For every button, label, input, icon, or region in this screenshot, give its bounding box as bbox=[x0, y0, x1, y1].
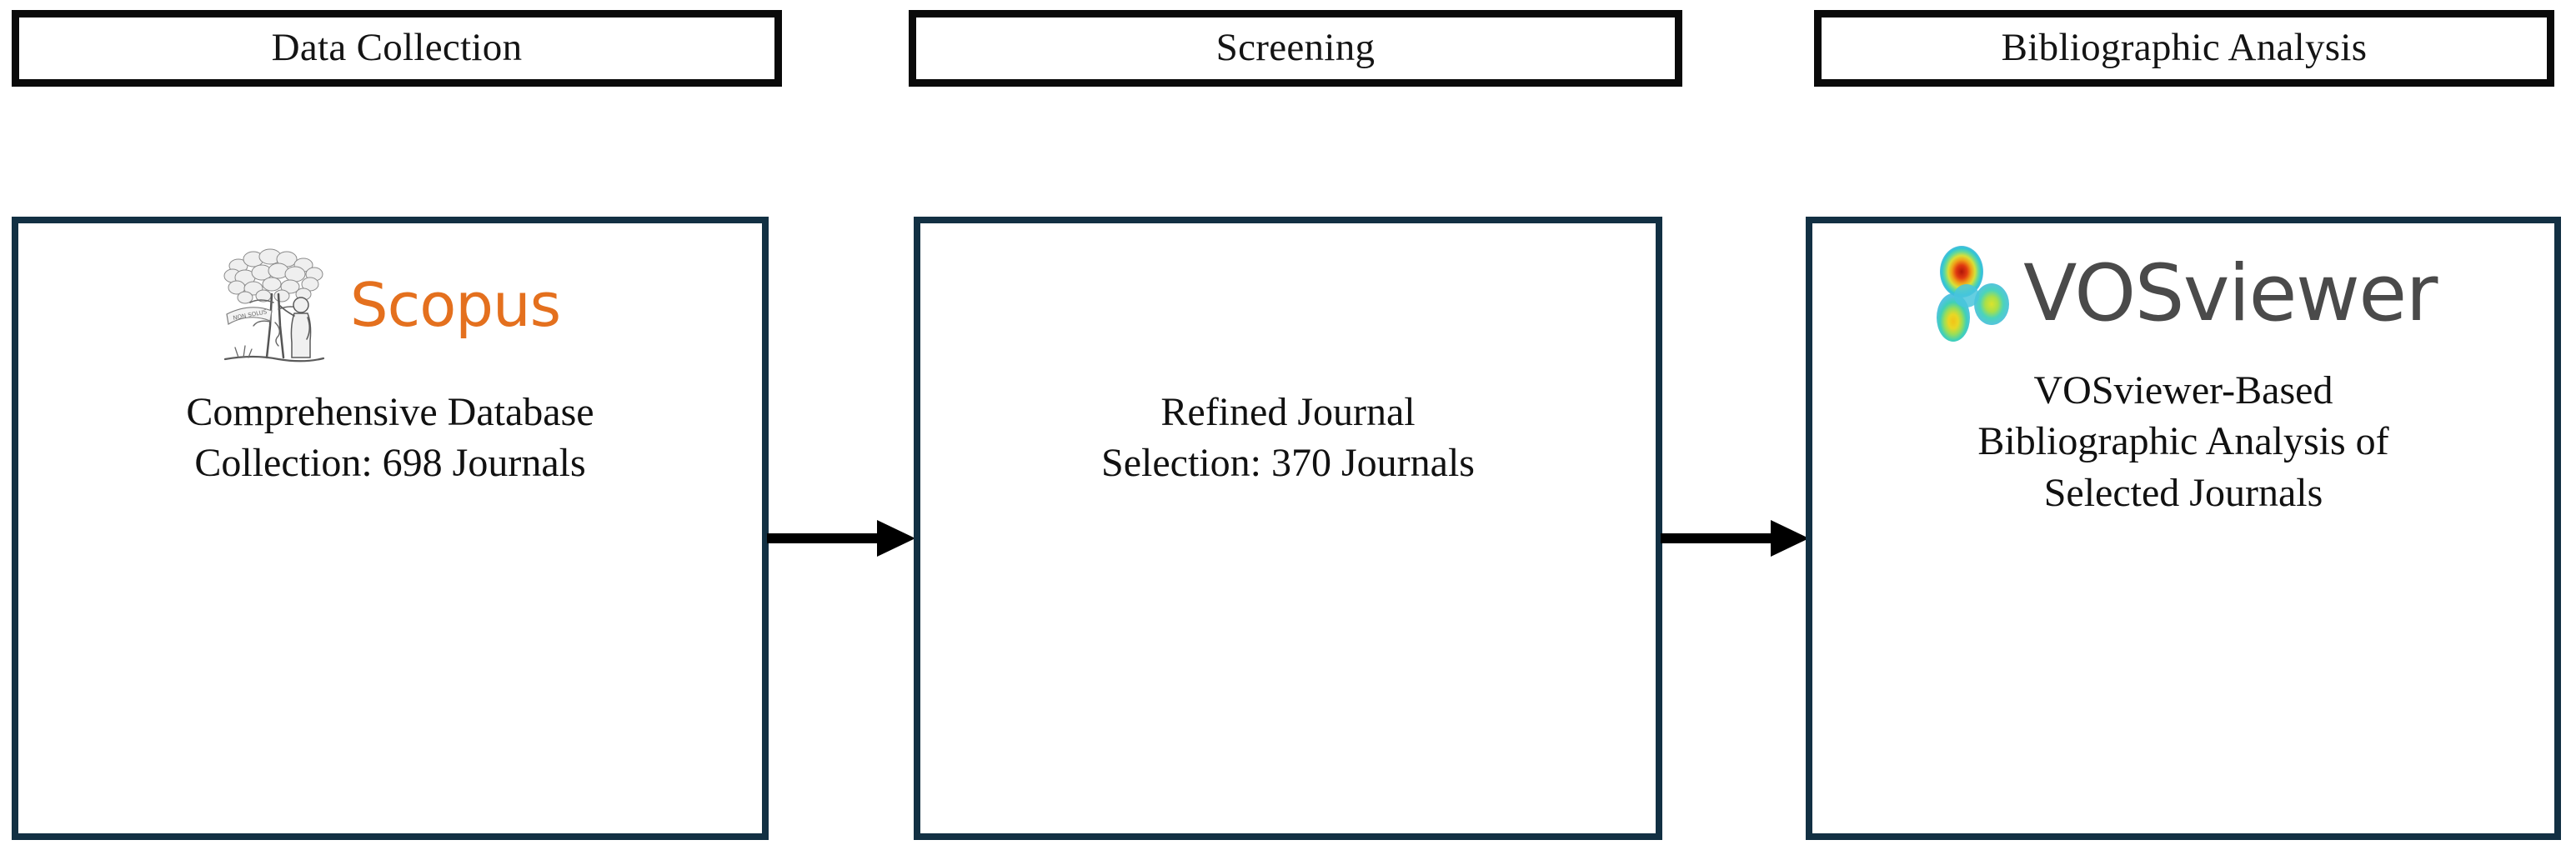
stage-box-content: Refined Journal Selection: 370 Journals bbox=[920, 223, 1656, 489]
stage-body-screening: Refined Journal Selection: 370 Journals bbox=[1101, 390, 1475, 486]
stage-header-label: Bibliographic Analysis bbox=[2001, 26, 2368, 70]
stage-header-data-collection: Data Collection bbox=[12, 10, 782, 87]
stage-box-content: VOSviewer VOSviewer-Based Bibliographic … bbox=[1812, 223, 2554, 518]
elsevier-tree-icon: NON SOLUS bbox=[223, 248, 325, 362]
flow-arrow-1 bbox=[767, 513, 915, 563]
stage-box-content: NON SOLUS Scopus Comprehensive Database … bbox=[18, 223, 762, 489]
stage-header-screening: Screening bbox=[909, 10, 1682, 87]
vosviewer-logo: VOSviewer bbox=[1930, 244, 2438, 344]
stage-box-bibliographic-analysis: VOSviewer VOSviewer-Based Bibliographic … bbox=[1806, 217, 2561, 840]
stage-header-label: Data Collection bbox=[271, 26, 523, 70]
arrow-right-icon bbox=[767, 520, 915, 557]
stage-body-bibliographic-analysis: VOSviewer-Based Bibliographic Analysis o… bbox=[1977, 368, 2389, 515]
vosviewer-density-icon bbox=[1937, 246, 2010, 342]
screening-logo-area bbox=[920, 223, 1656, 387]
stage-box-data-collection: NON SOLUS Scopus Comprehensive Database … bbox=[12, 217, 769, 840]
scopus-logo-area: NON SOLUS Scopus bbox=[18, 223, 762, 387]
flow-arrow-2 bbox=[1661, 513, 1809, 563]
stage-header-label: Screening bbox=[1215, 26, 1376, 70]
vosviewer-logo-area: VOSviewer bbox=[1812, 223, 2554, 365]
scopus-logo: NON SOLUS Scopus bbox=[220, 242, 561, 368]
arrow-right-icon bbox=[1661, 520, 1809, 557]
stage-header-bibliographic-analysis: Bibliographic Analysis bbox=[1814, 10, 2554, 87]
scopus-wordmark: Scopus bbox=[349, 270, 561, 340]
stage-body-data-collection: Comprehensive Database Collection: 698 J… bbox=[186, 390, 594, 486]
stage-box-screening: Refined Journal Selection: 370 Journals bbox=[914, 217, 1662, 840]
vosviewer-wordmark: VOSviewer bbox=[2023, 248, 2438, 339]
